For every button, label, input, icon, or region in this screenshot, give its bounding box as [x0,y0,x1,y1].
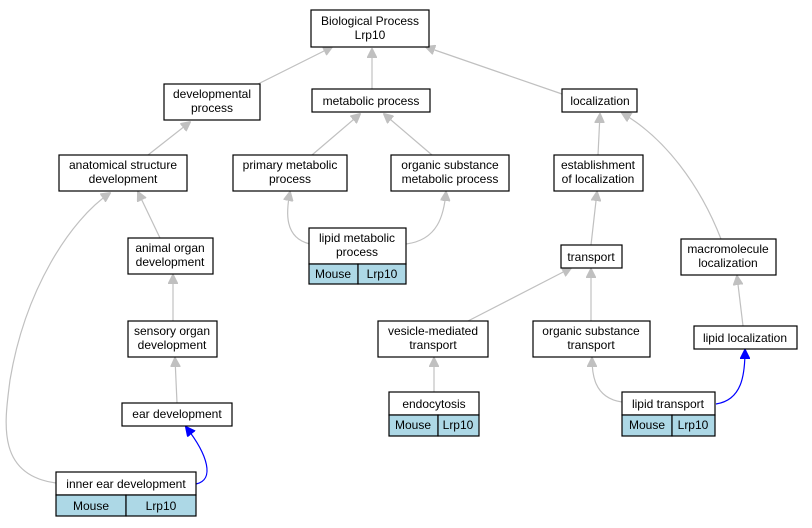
edge-loc-to-bp [426,47,563,95]
edge-orgmeta-to-meta [384,114,433,156]
node-label: organic substance [542,324,640,338]
gene-cell [125,494,197,517]
edge-macro-to-loc [622,113,722,240]
node-label: transport [567,250,615,264]
node-label: inner ear development [66,477,186,491]
node-anatomical-structure-development[interactable]: anatomical structure development [58,154,188,192]
edge-inner-to-ear-part-of [186,427,208,485]
organism-label: Mouse [315,267,351,281]
node-endocytosis[interactable]: endocytosis Mouse Lrp10 [388,391,480,437]
node-label: ear development [132,407,222,421]
edge-dev-to-bp [257,47,332,85]
gene-cell [437,414,480,437]
gene-cell [357,263,407,285]
node-label: process [336,245,378,259]
node-transport[interactable]: transport [560,244,623,269]
node-lipid-localization[interactable]: lipid localization [693,325,798,350]
node-label: Lrp10 [355,28,386,42]
node-label: macromolecule [687,242,769,256]
organism-label: Mouse [395,418,431,432]
node-inner-ear-development[interactable]: inner ear development Mouse Lrp10 [55,471,197,517]
edge-ear-to-sensory [175,358,177,404]
node-label: primary metabolic [243,158,338,172]
edge-prim-to-meta [311,114,360,156]
node-label: process [191,101,233,115]
organism-label: Mouse [629,418,665,432]
node-label: developmental [173,87,251,101]
gene-label: Lrp10 [443,418,474,432]
edge-lipmeta-to-orgmeta [405,192,446,245]
edge-liptrans-to-orgtrans [592,358,623,403]
node-sensory-organ-development[interactable]: sensory organ development [127,320,218,358]
node-vesicle-mediated-transport[interactable]: vesicle-mediated transport [377,320,489,358]
edge-inner-to-anat [5,193,110,484]
node-label: lipid localization [703,331,787,345]
gene-cell [671,414,716,437]
node-label: lipid metabolic [319,231,395,245]
node-label: animal organ [135,241,204,255]
node-organic-substance-transport[interactable]: organic substance transport [532,320,651,358]
node-organic-substance-metabolic-process[interactable]: organic substance metabolic process [390,154,510,192]
node-lipid-metabolic-process[interactable]: lipid metabolic process Mouse Lrp10 [308,227,407,285]
node-localization[interactable]: localization [561,88,638,113]
edge-animal-to-anat [138,192,161,239]
node-label: transport [409,338,457,352]
node-label: establishment [561,158,636,172]
node-label: development [136,255,205,269]
node-label: sensory organ [134,324,210,338]
edge-estab-to-loc [598,114,600,156]
organism-label: Mouse [73,499,109,513]
node-label: metabolic process [323,94,420,108]
node-label: vesicle-mediated [388,324,478,338]
node-primary-metabolic-process[interactable]: primary metabolic process [232,154,348,192]
edge-liptrans-to-lipidloc-part-of [715,350,745,405]
node-label: organic substance [401,158,499,172]
node-label: development [89,172,158,186]
node-label: of localization [562,172,635,186]
node-developmental-process[interactable]: developmental process [163,83,261,121]
node-ear-development[interactable]: ear development [121,402,233,427]
node-label: localization [698,256,757,270]
edge-lipidloc-to-macro [737,276,744,327]
node-label: process [269,172,311,186]
edges [5,47,745,485]
node-label: lipid transport [632,397,705,411]
node-biological-process[interactable]: Biological Process Lrp10 [310,9,430,48]
node-lipid-transport[interactable]: lipid transport Mouse Lrp10 [621,391,716,437]
gene-label: Lrp10 [367,267,398,281]
node-label: Biological Process [321,14,419,28]
edge-anat-to-dev [147,122,190,156]
node-establishment-of-localization[interactable]: establishment of localization [553,154,644,192]
node-label: metabolic process [402,172,499,186]
node-label: development [138,338,207,352]
node-label: localization [570,94,629,108]
node-label: transport [567,338,615,352]
node-macromolecule-localization[interactable]: macromolecule localization [680,238,777,276]
node-animal-organ-development[interactable]: animal organ development [127,237,214,275]
node-label: endocytosis [402,397,465,411]
edge-vesicle-to-transport [467,268,571,322]
node-label: anatomical structure [69,158,177,172]
gene-label: Lrp10 [146,499,177,513]
node-metabolic-process[interactable]: metabolic process [311,88,431,113]
edge-lipmeta-to-prim [288,192,311,245]
edge-transport-to-estab [590,192,597,246]
gene-label: Lrp10 [678,418,709,432]
